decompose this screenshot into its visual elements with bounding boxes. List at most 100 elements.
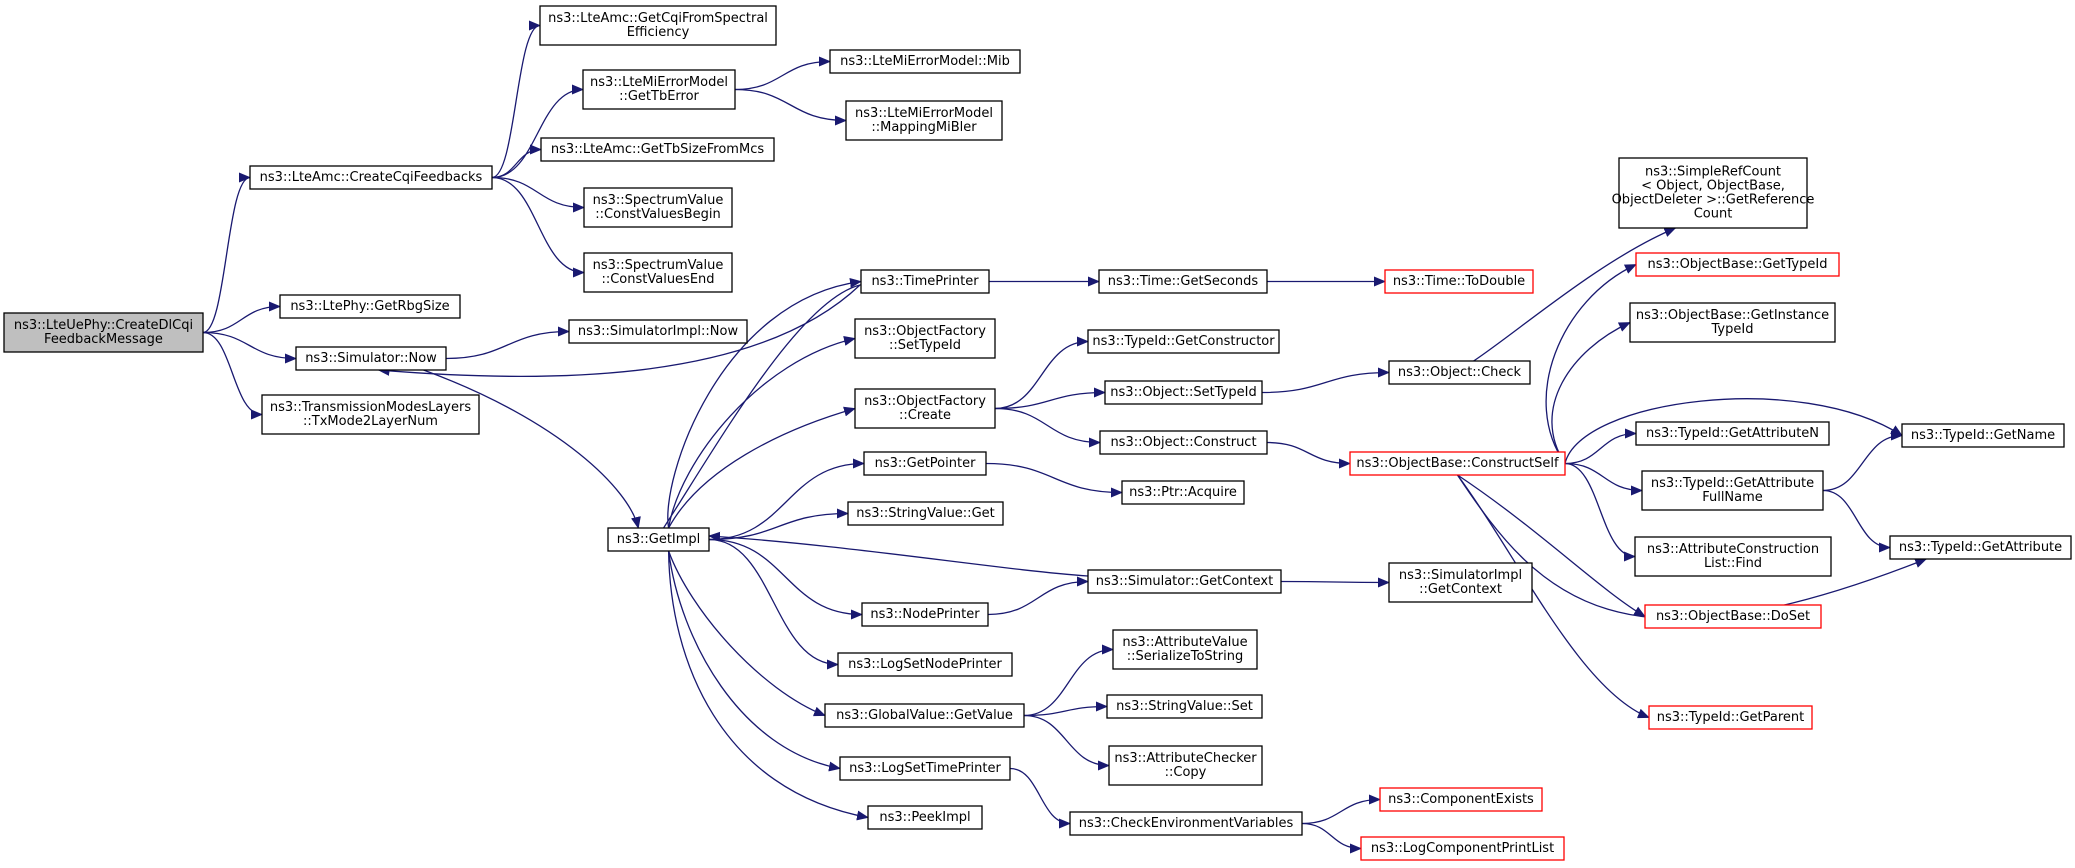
node-box: [867, 805, 983, 830]
node-timeGetSeconds[interactable]: ns3::Time::GetSeconds: [1098, 269, 1268, 294]
edge-arrow: [491, 144, 542, 179]
node-obGetTypeId[interactable]: ns3::ObjectBase::GetTypeId: [1635, 252, 1840, 277]
node-ptrAcquire[interactable]: ns3::Ptr::Acquire: [1121, 480, 1245, 505]
node-box: [854, 388, 996, 429]
edge-arrow: [708, 508, 849, 541]
node-box: [1360, 836, 1565, 861]
edge-arrow: [1009, 767, 1071, 829]
node-svGet[interactable]: ns3::StringValue::Get: [847, 501, 1004, 526]
edge-simNow-to-simImplNow: [445, 326, 570, 360]
node-simImplNow[interactable]: ns3::SimulatorImpl::Now: [568, 319, 748, 344]
edge-arrow: [734, 88, 847, 126]
node-mappingMiBler[interactable]: ns3::LteMiErrorModel::MappingMiBler: [845, 100, 1003, 141]
edge-arrow: [491, 20, 541, 179]
node-box: [539, 5, 777, 46]
edge-gvGetValue-to-avSerialize: [1023, 644, 1114, 717]
node-getTbSize[interactable]: ns3::LteAmc::GetTbSizeFromMcs: [540, 137, 775, 162]
node-peekImpl[interactable]: ns3::PeekImpl: [867, 805, 983, 830]
node-label-line: ns3::PeekImpl: [879, 810, 970, 825]
edge-root-to-simNow: [202, 331, 297, 364]
node-label-line: ns3::AttributeConstruction: [1647, 542, 1819, 557]
edge-getPointer-to-ptrAcquire: [985, 462, 1123, 498]
node-label-line: ns3::Ptr::Acquire: [1129, 485, 1237, 500]
edge-ofCreate-to-tidGetConstructor: [994, 336, 1089, 410]
node-label-line: ns3::LogSetNodePrinter: [848, 657, 1002, 672]
node-objCheck[interactable]: ns3::Object::Check: [1388, 360, 1531, 385]
node-obConstructSelf[interactable]: ns3::ObjectBase::ConstructSelf: [1349, 451, 1566, 476]
edge-getTbError-to-mib: [734, 56, 831, 91]
node-box: [847, 501, 1004, 526]
node-ofCreate[interactable]: ns3::ObjectFactory::Create: [854, 388, 996, 429]
node-tidGetParent[interactable]: ns3::TypeId::GetParent: [1648, 705, 1813, 730]
node-logSetNodePrinter[interactable]: ns3::LogSetNodePrinter: [837, 652, 1013, 677]
node-label-line: ns3::TypeId::GetName: [1911, 428, 2055, 443]
edge-getImpl-to-logSetTimePrinter: [667, 550, 841, 772]
node-box: [1099, 430, 1268, 455]
node-simNow[interactable]: ns3::Simulator::Now: [295, 346, 447, 371]
edge-simGetContext-to-getImpl: [708, 531, 1089, 577]
node-txMode[interactable]: ns3::TransmissionModesLayers::TxMode2Lay…: [261, 394, 480, 435]
edge-arrow: [202, 301, 281, 334]
edge-obConstructSelf-to-tidGetParent: [1456, 474, 1650, 719]
node-svSet[interactable]: ns3::StringValue::Set: [1106, 694, 1263, 719]
node-timePrinter[interactable]: ns3::TimePrinter: [860, 269, 990, 294]
node-mib[interactable]: ns3::LteMiErrorModel::Mib: [829, 49, 1021, 74]
node-getRbg[interactable]: ns3::LtePhy::GetRbgSize: [279, 294, 461, 319]
node-objConstruct[interactable]: ns3::Object::Construct: [1099, 430, 1268, 455]
edge-arrow: [667, 277, 862, 529]
node-checkEnv[interactable]: ns3::CheckEnvironmentVariables: [1069, 811, 1303, 836]
node-getImpl[interactable]: ns3::GetImpl: [607, 527, 710, 552]
node-label-line: ns3::Time::GetSeconds: [1108, 274, 1259, 289]
edge-getImpl-to-simNow: [377, 283, 863, 529]
node-box: [1641, 470, 1824, 511]
node-createCqi[interactable]: ns3::LteAmc::CreateCqiFeedbacks: [249, 165, 493, 190]
edge-arrow: [1457, 474, 1646, 618]
node-tidGetName[interactable]: ns3::TypeId::GetName: [1901, 423, 2065, 448]
node-getPointer[interactable]: ns3::GetPointer: [863, 451, 987, 476]
node-cvBegin[interactable]: ns3::SpectrumValue::ConstValuesBegin: [583, 187, 733, 228]
edge-arrow: [994, 336, 1089, 410]
node-layer: ns3::LteUePhy::CreateDlCqiFeedbackMessag…: [3, 5, 2072, 861]
node-box: [1098, 269, 1268, 294]
node-simImplGetContext[interactable]: ns3::SimulatorImpl::GetContext: [1388, 562, 1533, 603]
node-getCqiSE[interactable]: ns3::LteAmc::GetCqiFromSpectralEfficienc…: [539, 5, 777, 46]
edge-getImpl-to-logSetNodePrinter: [708, 538, 839, 670]
node-label-line: ::Copy: [1165, 765, 1207, 780]
node-cvEnd[interactable]: ns3::SpectrumValue::ConstValuesEnd: [583, 252, 733, 293]
node-logSetTimePrinter[interactable]: ns3::LogSetTimePrinter: [839, 756, 1011, 781]
node-label-line: ns3::ObjectBase::DoSet: [1656, 609, 1810, 624]
edge-logSetTimePrinter-to-checkEnv: [1009, 767, 1071, 829]
node-tidGetAttributeN[interactable]: ns3::TypeId::GetAttributeN: [1635, 421, 1830, 446]
node-label-line: ns3::TypeId::GetAttributeN: [1646, 426, 1819, 441]
node-nodePrinter[interactable]: ns3::NodePrinter: [861, 602, 989, 627]
node-label-line: ns3::TransmissionModesLayers: [270, 400, 471, 415]
edge-arrow: [667, 550, 841, 772]
node-srcGetRefCount[interactable]: ns3::SimpleRefCount< Object, ObjectBase,…: [1612, 157, 1815, 229]
node-box: [1629, 302, 1836, 343]
node-getTbError[interactable]: ns3::LteMiErrorModel::GetTbError: [582, 69, 736, 110]
edge-arrow: [1023, 701, 1108, 717]
node-box: [860, 269, 990, 294]
edge-getImpl-to-ofCreate: [668, 406, 856, 529]
node-logCompPrint[interactable]: ns3::LogComponentPrintList: [1360, 836, 1565, 861]
node-simGetContext[interactable]: ns3::Simulator::GetContext: [1087, 569, 1282, 594]
node-objSetTypeId[interactable]: ns3::Object::SetTypeId: [1104, 380, 1263, 405]
node-acCopy[interactable]: ns3::AttributeChecker::Copy: [1108, 745, 1263, 786]
node-gvGetValue[interactable]: ns3::GlobalValue::GetValue: [824, 703, 1025, 728]
node-timeToDouble[interactable]: ns3::Time::ToDouble: [1384, 269, 1534, 294]
edge-getImpl-to-ofSetTypeId: [667, 336, 856, 529]
node-label-line: ns3::SpectrumValue: [593, 193, 724, 208]
node-tidGetAttribute[interactable]: ns3::TypeId::GetAttribute: [1889, 535, 2072, 560]
node-tidGetConstructor[interactable]: ns3::TypeId::GetConstructor: [1087, 329, 1280, 354]
node-ofSetTypeId[interactable]: ns3::ObjectFactory::SetTypeId: [854, 318, 996, 359]
node-label-line: ns3::LteMiErrorModel: [855, 106, 993, 121]
edge-obConstructSelf-to-tidGetAttribute: [1456, 474, 1928, 620]
node-box: [1384, 269, 1534, 294]
edge-arrow: [202, 331, 263, 420]
node-avSerialize[interactable]: ns3::AttributeValue::SerializeToString: [1112, 629, 1258, 670]
node-compExists[interactable]: ns3::ComponentExists: [1379, 787, 1543, 812]
node-obDoSet[interactable]: ns3::ObjectBase::DoSet: [1644, 604, 1822, 629]
